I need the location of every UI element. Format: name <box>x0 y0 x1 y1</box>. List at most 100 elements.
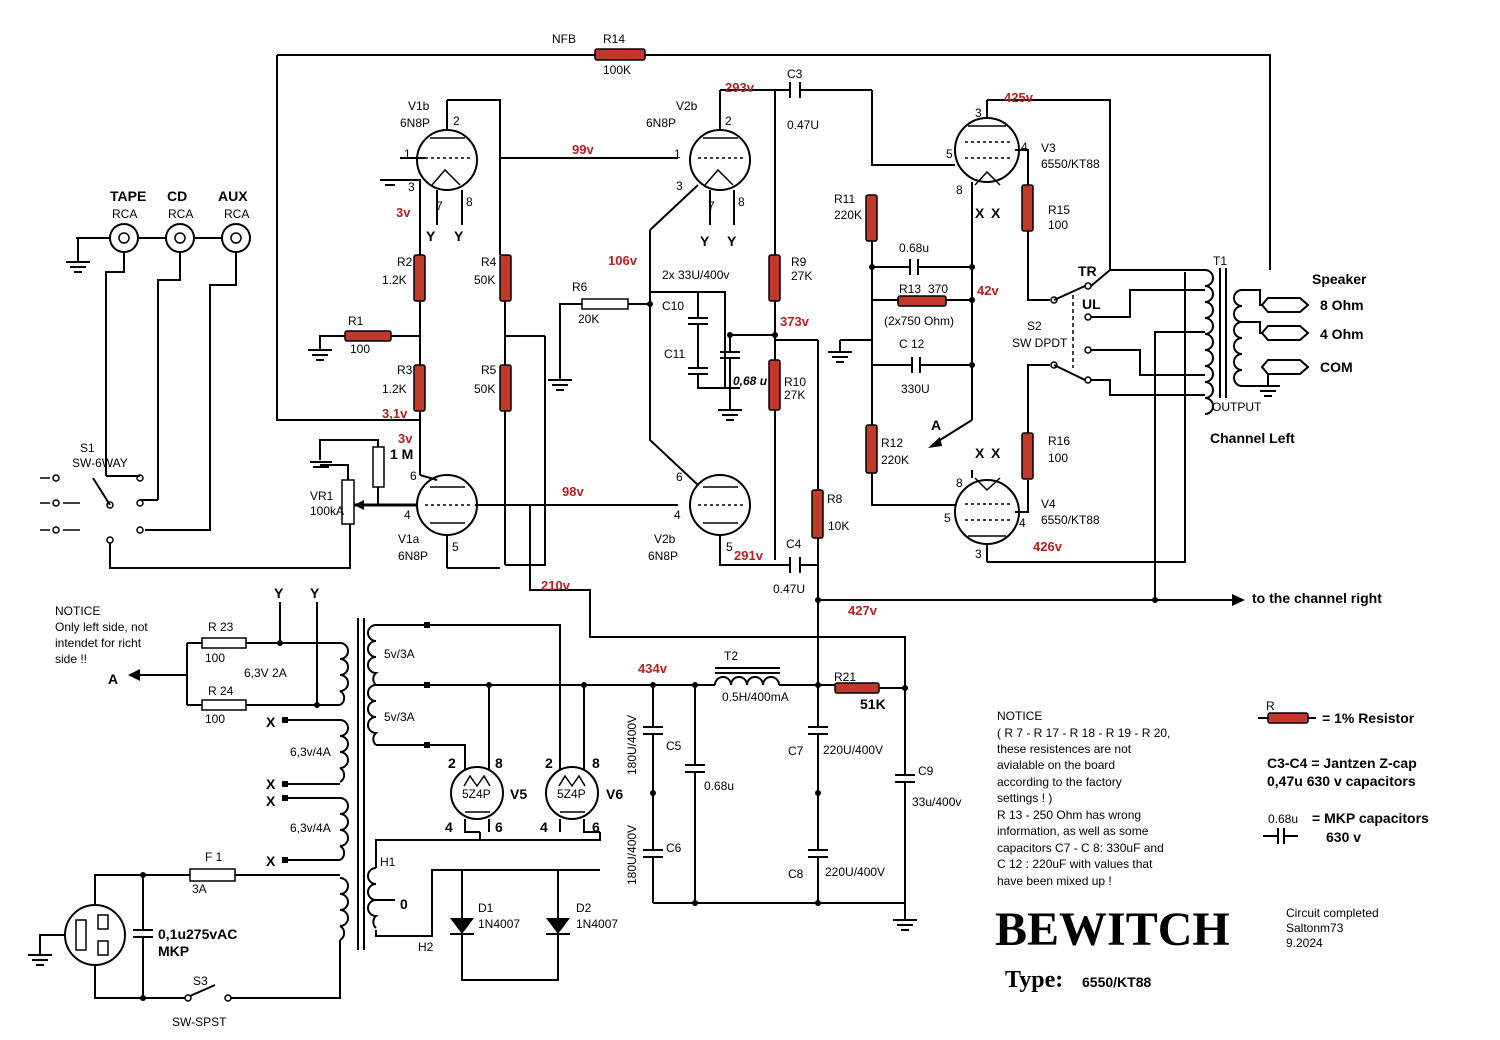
h1-label: H1 <box>380 855 396 869</box>
c7-label: C7 <box>788 744 804 758</box>
terminal-4ohm[interactable] <box>1260 325 1310 341</box>
filter-section: T2 0.5H/400mA R21 51K C5 180U/400V C6 18… <box>625 649 961 931</box>
c6-label: C6 <box>666 841 682 855</box>
t2-value: 0.5H/400mA <box>722 690 789 704</box>
rca-cd-jack[interactable] <box>165 223 195 253</box>
r12-label: R12 <box>881 436 903 450</box>
speaker-terminals: Speaker 8 Ohm 4 Ohm COM <box>1260 271 1367 375</box>
switch-s2[interactable]: TR UL S2 SW DPDT <box>1012 263 1205 600</box>
c7-value: 220U/400V <box>823 743 883 757</box>
brand-title: BEWITCH <box>995 903 1230 956</box>
voltage-99: 99v <box>572 142 594 157</box>
resistor-r2 <box>413 254 426 302</box>
heater-63-b: 6,3v/4A <box>290 821 331 835</box>
mains-socket[interactable] <box>64 904 126 966</box>
rca-tape-jack[interactable] <box>109 223 139 253</box>
heater-63v-label: 6,3V 2A <box>244 666 287 680</box>
t1-label: T1 <box>1213 254 1227 268</box>
type-value: 6550/KT88 <box>1082 974 1151 990</box>
input-jacks: TAPE RCA CD RCA AUX RCA <box>66 188 251 531</box>
voltage-3a: 3v <box>396 205 411 220</box>
legend-mkp-line2: 630 v <box>1326 829 1361 845</box>
svg-text:4: 4 <box>674 508 681 522</box>
r1-label: R1 <box>348 314 364 328</box>
voltage-426: 426v <box>1033 539 1063 554</box>
x-1: X <box>266 714 276 730</box>
tube-v1a: 645 V1a 6N8P <box>398 469 678 569</box>
mains-input: F 1 3A 0,1u275vAC MKP S3 SW-SPST <box>28 850 341 1029</box>
c8-value: 220U/400V <box>825 865 885 879</box>
title-block: BEWITCH Type: 6550/KT88 Circuit complete… <box>995 903 1379 993</box>
resistor-r21 <box>834 682 880 694</box>
notice1-title: NOTICE <box>55 604 100 618</box>
legend-c34-line1: C3-C4 = Jantzen Z-cap <box>1267 755 1417 771</box>
notice1-line3: side !! <box>55 652 87 666</box>
resistor-r5 <box>499 364 512 412</box>
v1b-label: V1b <box>408 99 430 113</box>
r21-value: 51K <box>860 696 886 712</box>
v2b-bottom-type: 6N8P <box>648 549 678 563</box>
d2-label: D2 <box>576 901 592 915</box>
notice2-line: these resistences are not <box>997 742 1132 756</box>
svg-text:6: 6 <box>676 470 683 484</box>
resistor-r9 <box>768 254 781 302</box>
svg-text:Y: Y <box>426 228 436 244</box>
notice2-line: according to the factory <box>997 775 1122 789</box>
aux-label: AUX <box>218 188 248 204</box>
voltage-3b: 3v <box>398 431 413 446</box>
f1-label: F 1 <box>205 850 223 864</box>
h2-label: H2 <box>418 940 434 954</box>
v2b-top-type: 6N8P <box>646 116 676 130</box>
r8-value: 10K <box>828 519 849 533</box>
ohm4-label: 4 Ohm <box>1320 326 1364 342</box>
terminal-8ohm[interactable] <box>1260 297 1310 313</box>
resistor-r14 <box>594 48 646 61</box>
r2-value: 1.2K <box>382 273 407 287</box>
svg-text:3: 3 <box>676 179 683 193</box>
c8-label: C8 <box>788 867 804 881</box>
voltage-373: 373v <box>780 314 810 329</box>
v1b-type: 6N8P <box>400 116 430 130</box>
speaker-label: Speaker <box>1312 271 1367 287</box>
terminal-com[interactable] <box>1260 359 1310 375</box>
r1m-label: 1 M <box>390 446 413 462</box>
legend-resistor-symbol <box>1267 712 1309 724</box>
svg-text:6: 6 <box>592 819 600 835</box>
svg-text:4: 4 <box>1019 516 1026 530</box>
selector-s1[interactable]: S1 SW-6WAY <box>40 441 351 569</box>
legend: R = 1% Resistor C3-C4 = Jantzen Z-cap 0,… <box>1258 699 1429 845</box>
volume-vr1[interactable]: VR1 100kA 1 M <box>310 439 418 525</box>
r10-value: 27K <box>784 388 805 402</box>
notice1-line2: intendet for richt <box>55 636 142 650</box>
v5-type: 5Z4P <box>462 787 491 801</box>
svg-text:4: 4 <box>540 819 548 835</box>
svg-text:4: 4 <box>1021 140 1028 154</box>
voltage-readings: 293v 99v 3v 106v 373v 3,1v 3v 98v 291v 2… <box>382 80 1063 676</box>
legend-r-letter: R <box>1266 699 1275 713</box>
svg-text:5: 5 <box>946 147 953 161</box>
r5-value: 50K <box>474 382 495 396</box>
c068-inner-value: 0,68 u <box>733 374 768 388</box>
rca-aux-jack[interactable] <box>221 223 251 253</box>
svg-text:2: 2 <box>545 755 553 771</box>
legend-mkp-line1: = MKP capacitors <box>1312 810 1429 826</box>
voltage-434: 434v <box>638 661 668 676</box>
credit-line3: 9.2024 <box>1286 936 1323 950</box>
notice2-line: information, as well as some <box>997 824 1149 838</box>
credit-line2: Saltonm73 <box>1286 921 1344 935</box>
vr1-label: VR1 <box>310 489 334 503</box>
r16-label: R16 <box>1048 434 1070 448</box>
ohm8-label: 8 Ohm <box>1320 297 1364 313</box>
r10-label: R10 <box>784 375 806 389</box>
svg-text:5: 5 <box>726 540 733 554</box>
s3-type: SW-SPST <box>172 1015 227 1029</box>
svg-text:7: 7 <box>436 199 443 213</box>
r2-label: R2 <box>397 255 413 269</box>
r15-value: 100 <box>1048 218 1068 232</box>
svg-text:8: 8 <box>956 183 963 197</box>
notice2-line: avialable on the board <box>997 758 1115 772</box>
voltage-42: 42v <box>977 283 999 298</box>
